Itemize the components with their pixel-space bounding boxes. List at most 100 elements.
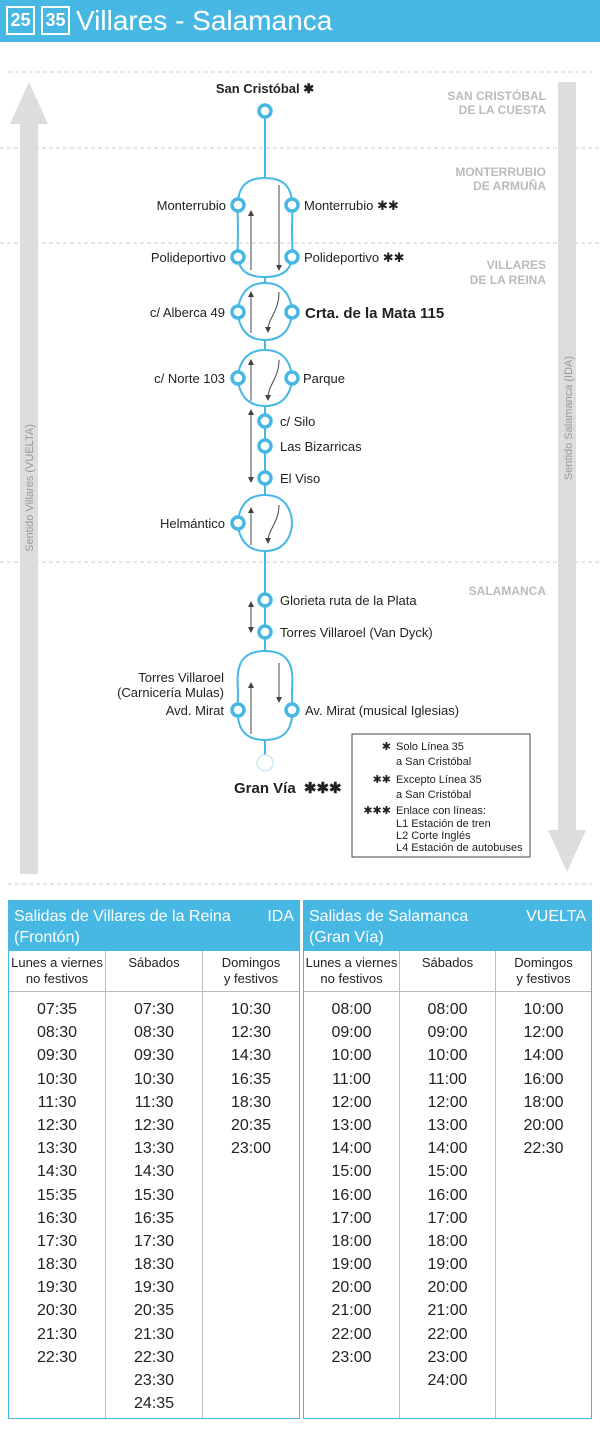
departure-time: 20:30 xyxy=(36,1302,78,1320)
stop-parque: Parque xyxy=(303,371,345,386)
zone-label-san-cristobal-1: SAN CRISTÓBAL xyxy=(447,88,546,103)
departure-time: 12:00 xyxy=(331,1093,372,1111)
left-arrow-label: Sentido Villares (VUELTA) xyxy=(24,424,36,552)
zone-label-salamanca: SALAMANCA xyxy=(469,584,547,598)
departure-time: 13:00 xyxy=(427,1116,468,1134)
stop-av-mirat-musical: Av. Mirat (musical Iglesias) xyxy=(305,703,459,718)
departure-time: 22:30 xyxy=(133,1348,175,1366)
legend-mark-2: ✱✱ xyxy=(373,774,391,786)
departure-time: 11:30 xyxy=(37,1093,77,1111)
departure-time: 12:30 xyxy=(230,1024,272,1042)
departure-time: 20:00 xyxy=(427,1279,468,1297)
departure-time: 10:30 xyxy=(36,1070,78,1088)
departure-time: 07:30 xyxy=(133,1001,175,1018)
departure-time: 07:35 xyxy=(36,1001,78,1018)
departure-time: 08:00 xyxy=(331,1001,372,1018)
departure-time: 10:30 xyxy=(133,1070,175,1088)
legend-mark-3: ✱✱✱ xyxy=(363,805,391,817)
departure-time: 14:30 xyxy=(133,1163,175,1181)
departure-time: 23:00 xyxy=(331,1348,372,1366)
departure-time: 21:30 xyxy=(36,1325,78,1343)
departure-time: 12:00 xyxy=(427,1093,468,1111)
departure-time: 22:30 xyxy=(36,1348,78,1366)
departure-time: 12:00 xyxy=(523,1024,564,1042)
departure-time: 12:30 xyxy=(133,1116,175,1134)
departure-time: 20:35 xyxy=(133,1302,175,1320)
line-badge-35: 35 xyxy=(41,6,70,35)
departure-time: 18:30 xyxy=(36,1256,78,1274)
departure-time: 19:30 xyxy=(36,1279,78,1297)
departure-time: 18:30 xyxy=(133,1256,175,1274)
departure-time: 20:00 xyxy=(523,1116,564,1134)
departure-time: 10:00 xyxy=(331,1047,372,1065)
departure-time: 18:00 xyxy=(523,1093,564,1111)
right-arrow-label: Sentido Salamanca (IDA) xyxy=(563,356,575,480)
departure-time: 10:30 xyxy=(230,1001,272,1018)
departure-time: 20:00 xyxy=(331,1279,372,1297)
departure-time: 19:30 xyxy=(133,1279,175,1297)
departure-time: 20:35 xyxy=(230,1116,272,1134)
departure-time: 16:35 xyxy=(133,1209,175,1227)
timetable-vuelta-header: Salidas de Salamanca (Gran Vía) VUELTA xyxy=(304,901,591,951)
stop-las-bizarricas: Las Bizarricas xyxy=(280,439,362,454)
timetable-vuelta-title: Salidas de Salamanca xyxy=(309,908,469,925)
departure-time: 17:00 xyxy=(331,1209,372,1227)
departure-time: 24:00 xyxy=(427,1372,468,1389)
stop-polideportivo-left: Polideportivo xyxy=(151,250,226,265)
departure-time: 19:00 xyxy=(427,1256,468,1274)
legend-3-line-4: L4 Estación de autobuses xyxy=(396,842,523,854)
stop-crta-mata-115: Crta. de la Mata 115 xyxy=(305,305,444,322)
departure-time: 16:35 xyxy=(230,1070,272,1088)
departure-time: 16:00 xyxy=(523,1070,564,1088)
stop-norte-103: c/ Norte 103 xyxy=(154,371,225,386)
loop-direction-arrows xyxy=(248,185,282,734)
departure-time: 23:00 xyxy=(230,1140,272,1158)
departure-time: 15:00 xyxy=(427,1163,468,1181)
departure-time: 11:00 xyxy=(428,1070,467,1088)
stop-avd-mirat: Avd. Mirat xyxy=(166,703,225,718)
departure-time: 15:35 xyxy=(36,1186,78,1204)
timetable-vuelta: Salidas de Salamanca (Gran Vía) VUELTA L… xyxy=(303,900,592,1419)
timetable-ida-header: Salidas de Villares de la Reina (Frontón… xyxy=(9,901,299,951)
legend: ✱ Solo Línea 35 a San Cristóbal ✱✱ Excep… xyxy=(351,733,531,858)
legend-3-line-3: L2 Corte Inglés xyxy=(396,830,471,842)
timetable-ida-title: Salidas de Villares de la Reina xyxy=(14,908,231,925)
departure-time: 15:00 xyxy=(331,1163,372,1181)
departure-time: 17:30 xyxy=(133,1232,175,1250)
departure-time: 13:00 xyxy=(331,1116,372,1134)
departure-time: 08:00 xyxy=(427,1001,468,1018)
departure-time: 17:30 xyxy=(36,1232,78,1250)
zone-label-villares-1: VILLARES xyxy=(487,258,546,272)
stop-alberca-49: c/ Alberca 49 xyxy=(150,305,225,320)
departure-time: 22:30 xyxy=(523,1140,564,1158)
legend-2-line-1: Excepto Línea 35 xyxy=(396,774,482,786)
departure-time: 10:00 xyxy=(523,1001,564,1018)
timetable-vuelta-subtitle: (Gran Vía) xyxy=(309,929,384,946)
stop-el-viso: El Viso xyxy=(280,471,320,486)
route-diagram: Sentido Villares (VUELTA) Sentido Salama… xyxy=(0,71,600,885)
legend-2-line-2: a San Cristóbal xyxy=(396,789,471,801)
departure-time: 11:30 xyxy=(134,1093,174,1111)
departure-time: 21:30 xyxy=(133,1325,175,1343)
departure-time: 14:00 xyxy=(523,1047,564,1065)
departure-time: 19:00 xyxy=(331,1256,372,1274)
timetable-ida-direction: IDA xyxy=(267,908,294,925)
departure-time: 13:30 xyxy=(36,1140,78,1158)
zone-separators xyxy=(0,71,600,885)
departure-time: 11:00 xyxy=(332,1070,371,1088)
departure-time: 18:00 xyxy=(427,1232,468,1250)
departure-time: 16:30 xyxy=(36,1209,78,1227)
departure-time: 16:00 xyxy=(427,1186,468,1204)
departure-time: 23:30 xyxy=(133,1372,175,1389)
departure-time: 14:00 xyxy=(427,1140,468,1158)
line-badge-25: 25 xyxy=(6,6,35,35)
departure-time: 09:30 xyxy=(36,1047,78,1065)
